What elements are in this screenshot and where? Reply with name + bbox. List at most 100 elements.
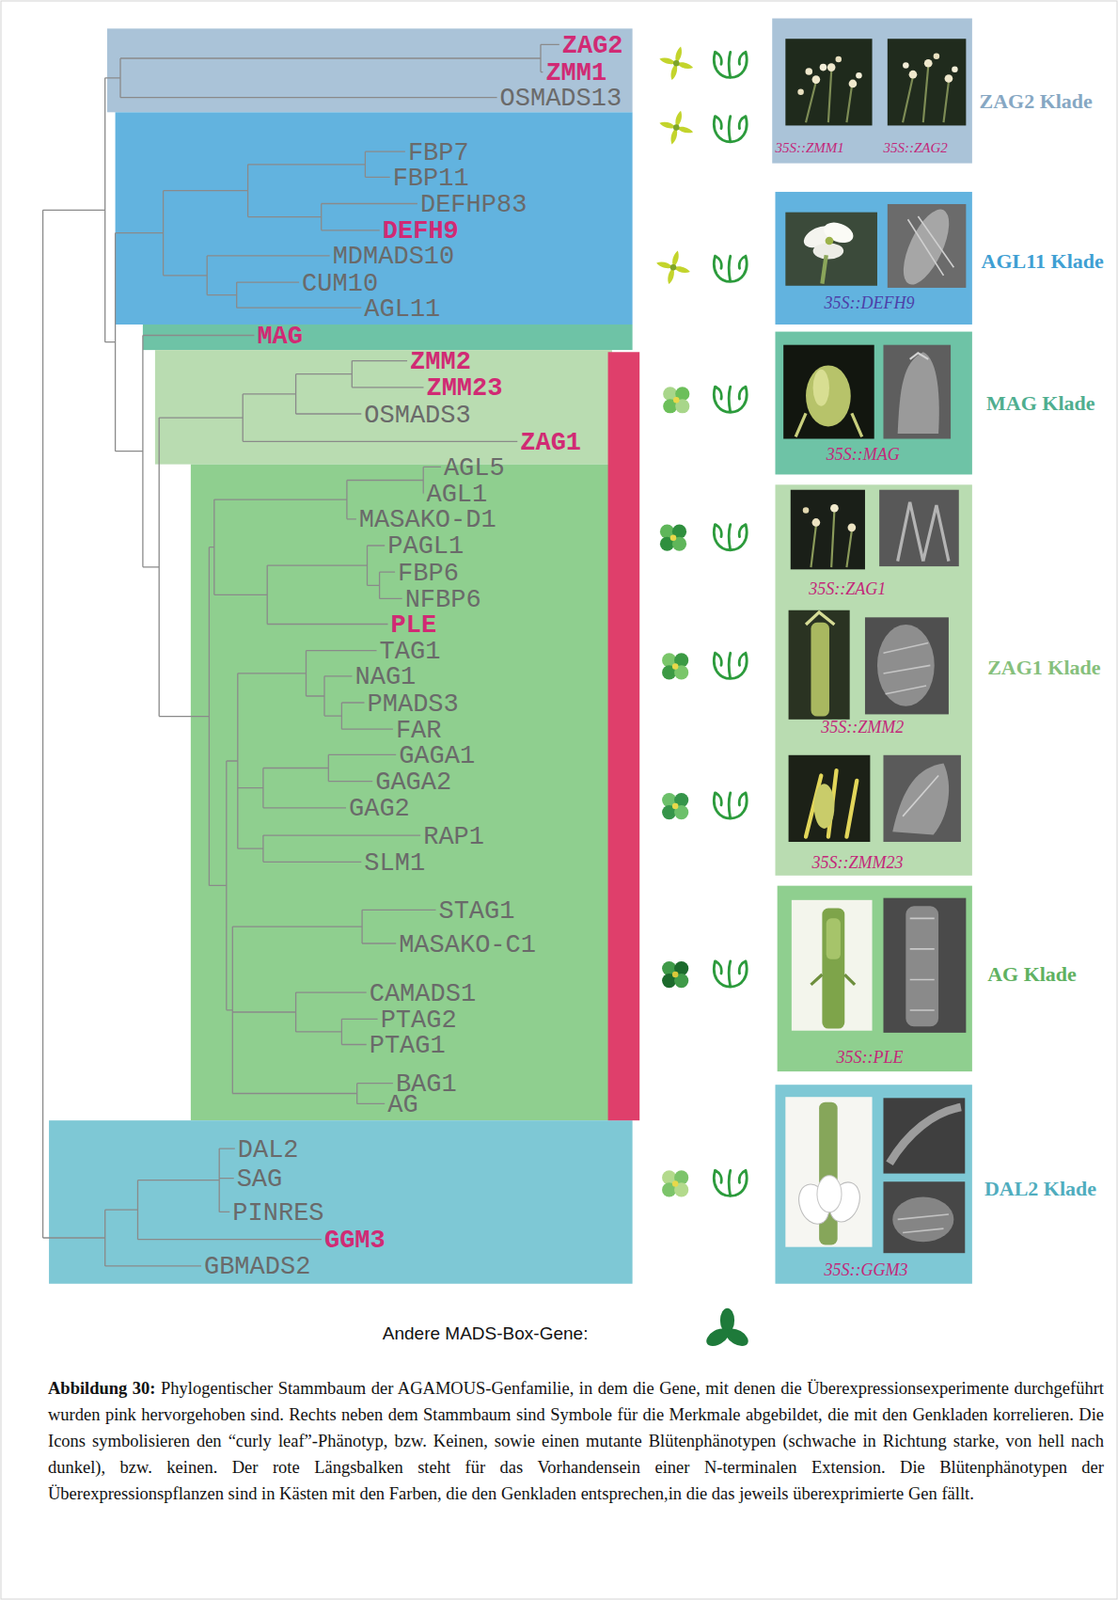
clade-band: ZMM2ZMM23OSMADS3ZAG1 [155, 349, 613, 465]
gene-label: ZMM2 [409, 351, 472, 373]
plant-photo [790, 489, 866, 570]
gene-label: MAG [256, 326, 303, 347]
gene-label: MASAKO-C1 [398, 934, 536, 956]
gene-label: PAGL1 [387, 535, 464, 557]
gene-label: FBP6 [397, 563, 459, 584]
gene-label: GAGA1 [398, 745, 475, 767]
figure-caption: Abbildung 30: Phylogentischer Stammbaum … [47, 1374, 1104, 1507]
gene-label: TAG1 [379, 641, 441, 662]
sem-image [882, 755, 961, 842]
phenotype-panel: 35S::MAGMAG Klade [774, 331, 972, 475]
band-fill [115, 111, 633, 325]
construct-label: 35S::PLE [836, 1048, 904, 1068]
gene-label: FAR [395, 720, 442, 741]
curly-leaf-icon [713, 652, 747, 678]
gene-label: NAG1 [355, 666, 417, 688]
plant-photo [785, 1096, 872, 1246]
gene-label: DAL2 [237, 1139, 300, 1161]
construct-label: 35S::ZAG2 [882, 140, 947, 157]
plant-photo [887, 38, 967, 126]
gene-label: DEFH9 [382, 220, 459, 242]
clade-name: MAG Klade [986, 392, 1096, 415]
gene-label: MASAKO-D1 [359, 509, 497, 531]
sem-image [882, 345, 951, 440]
construct-label: 35S::ZAG1 [808, 580, 886, 599]
construct-label: 35S::DEFH9 [824, 294, 915, 314]
gene-label: OSMADS13 [500, 88, 623, 110]
tree-branches [43, 44, 560, 1266]
mutant-flower-icon [662, 386, 690, 413]
sem-image [879, 489, 960, 567]
clade-band: FBP7FBP11DEFHP83DEFH9MDMADS10CUM10AGL11 [115, 111, 633, 325]
n-terminal-extension-bar [608, 351, 641, 1120]
construct-label: 35S::ZMM23 [812, 853, 904, 873]
construct-label: 35S::MAG [826, 445, 900, 465]
clade-name: ZAG2 Klade [978, 90, 1092, 113]
clade-band: MAG [142, 324, 633, 350]
curly-leaf-icon [713, 792, 747, 819]
curly-leaf-icon [713, 960, 747, 987]
gene-label: GBMADS2 [204, 1256, 311, 1277]
gene-label: AGL11 [363, 299, 441, 320]
construct-label: 35S::ZMM2 [820, 718, 904, 738]
band-fill [142, 324, 633, 350]
legend-note: Andere MADS-Box-Gene: [382, 1322, 589, 1345]
curly-leaf-icon [713, 116, 747, 142]
clade-band: ZAG2ZMM1OSMADS13 [107, 28, 633, 112]
construct-label: 35S::GGM3 [824, 1260, 909, 1280]
gene-label: CAMADS1 [369, 983, 476, 1005]
flower-icon [659, 110, 694, 145]
gene-label: PINRES [232, 1202, 324, 1224]
band-fill [107, 28, 633, 112]
gene-label: FBP7 [408, 142, 470, 164]
clade-band: AGL5AGL1MASAKO-D1PAGL1FBP6NFBP6PLETAG1NA… [190, 464, 613, 1121]
panel-fill [774, 1084, 972, 1284]
sem-image [882, 1097, 965, 1173]
gene-label: PLE [390, 614, 437, 636]
curly-leaf-icon [713, 1169, 747, 1196]
gene-label: DEFHP83 [420, 194, 527, 216]
clade-name: AGL11 Klade [981, 250, 1104, 273]
curly-leaf-icon [713, 255, 747, 282]
clade-name: ZAG1 Klade [987, 656, 1101, 679]
panel-fill [774, 484, 972, 875]
band-fill [155, 349, 613, 465]
gene-label: GAGA2 [375, 771, 452, 793]
plant-photo [788, 610, 851, 720]
panel-fill [774, 331, 972, 475]
plant-photo [783, 345, 875, 440]
sem-image [865, 616, 949, 714]
construct-label: 35S::ZMM1 [774, 140, 844, 157]
phenotype-panel: 35S::ZAG135S::ZMM235S::ZMM23ZAG1 Klade [774, 484, 972, 875]
mutant-flower-icon [661, 960, 689, 988]
sem-image [887, 203, 967, 291]
gene-label: BAG1 [395, 1073, 457, 1095]
gene-label: GGM3 [324, 1229, 386, 1251]
sem-image [882, 897, 966, 1033]
gene-label: OSMADS3 [363, 405, 471, 426]
flower-icon [659, 46, 694, 81]
flower-icon [655, 250, 691, 285]
band-fill [190, 464, 613, 1121]
gene-label: AGL5 [443, 457, 505, 479]
plant-photo [788, 755, 871, 842]
gene-label: GAG2 [348, 798, 410, 819]
gene-label: PMADS3 [367, 693, 459, 715]
mutant-flower-icon [661, 792, 689, 819]
gene-label: AGL1 [425, 484, 488, 505]
mutant-flower-icon [661, 1169, 689, 1197]
gene-label: PTAG2 [380, 1009, 457, 1031]
sem-image [882, 1180, 965, 1253]
clade-name: DAL2 Klade [984, 1177, 1097, 1200]
gene-label: NFBP6 [405, 589, 482, 611]
curly-leaf-icon [713, 51, 747, 78]
gene-label: CUM10 [301, 273, 378, 295]
plant-photo [785, 38, 872, 126]
curly-leaf-icon [713, 524, 747, 551]
clade-band: DAL2SAGPINRESGGM3GBMADS2 [48, 1119, 633, 1284]
gene-label: ZMM1 [545, 62, 607, 84]
